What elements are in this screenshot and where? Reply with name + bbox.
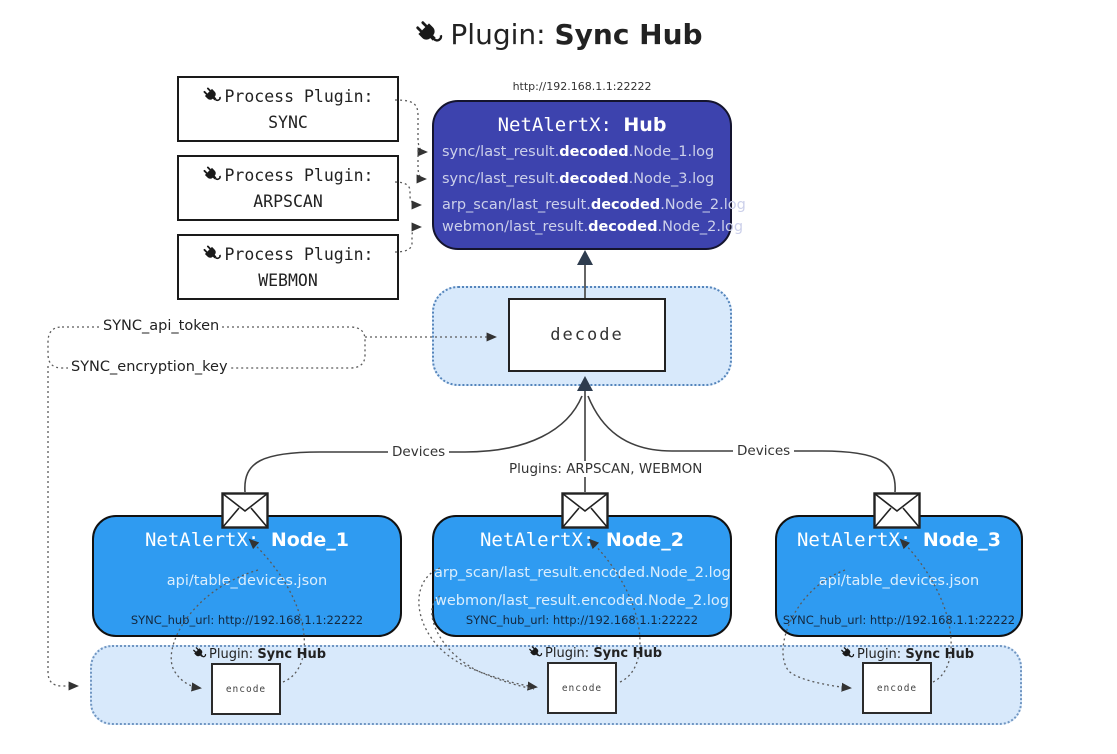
page-title: Plugin: Sync Hub	[0, 18, 1117, 51]
hub-title: NetAlertX: Hub	[497, 114, 667, 136]
plug-icon	[528, 645, 543, 660]
page-title-name: Sync Hub	[554, 18, 703, 51]
band-plugin-label: Plugin: Sync Hub	[528, 645, 662, 661]
node-line: arp_scan/last_result.encoded.Node_2.log	[434, 565, 731, 581]
node-title: NetAlertX: Node_2	[479, 529, 684, 551]
hub-log-line: webmon/last_result.decoded.Node_2.log	[442, 219, 744, 235]
plug-icon	[202, 244, 222, 264]
node-box-1: NetAlertX: Node_1 api/table_devices.json…	[92, 515, 402, 637]
process-plugin-name: ARPSCAN	[253, 191, 323, 211]
plug-icon	[840, 646, 855, 661]
devices-left-label: Devices	[388, 444, 450, 460]
node-hub-url: SYNC_hub_url: http://192.168.1.1:22222	[130, 613, 364, 627]
decode-box: decode	[508, 298, 666, 372]
process-plugin-box-arpscan: Process Plugin: ARPSCAN	[177, 155, 399, 221]
plugins-mid-label: Plugins: ARPSCAN, WEBMON	[505, 461, 707, 477]
devices-right-label: Devices	[733, 443, 795, 459]
process-plugin-label: Process Plugin:	[224, 87, 374, 106]
node-box-3: NetAlertX: Node_3 api/table_devices.json…	[775, 515, 1023, 637]
process-plugin-label: Process Plugin:	[224, 245, 374, 264]
node-hub-url: SYNC_hub_url: http://192.168.1.1:22222	[782, 613, 1016, 627]
node-line: api/table_devices.json	[818, 573, 980, 589]
hub-log-line: arp_scan/last_result.decoded.Node_2.log	[442, 197, 746, 213]
hub-log-line: sync/last_result.decoded.Node_3.log	[442, 171, 715, 187]
process-plugin-label: Process Plugin:	[224, 166, 374, 185]
hub-box: NetAlertX: Hub sync/last_result.decoded.…	[432, 100, 746, 250]
plug-icon	[192, 646, 207, 661]
process-plugin-box-webmon: Process Plugin: WEBMON	[177, 234, 399, 300]
process-plugin-name: SYNC	[268, 112, 308, 132]
node-line: api/table_devices.json	[166, 573, 328, 589]
encode-box: encode	[547, 662, 617, 714]
encode-box: encode	[862, 662, 932, 714]
envelope-icon	[221, 492, 269, 533]
hub-log-line: sync/last_result.decoded.Node_1.log	[442, 144, 715, 160]
plug-icon	[414, 19, 444, 49]
band-plugin-label: Plugin: Sync Hub	[192, 646, 326, 662]
node-line: webmon/last_result.encoded.Node_2.log	[434, 593, 729, 609]
process-plugin-name: WEBMON	[258, 270, 318, 290]
node-box-2: NetAlertX: Node_2 arp_scan/last_result.e…	[432, 515, 732, 637]
encode-box: encode	[211, 663, 281, 715]
hub-url: http://192.168.1.1:22222	[512, 80, 652, 93]
plug-icon	[202, 86, 222, 106]
envelope-icon	[561, 492, 609, 533]
envelope-icon	[873, 492, 921, 533]
node-hub-url: SYNC_hub_url: http://192.168.1.1:22222	[465, 613, 699, 627]
process-plugin-box-sync: Process Plugin: SYNC	[177, 76, 399, 142]
page-title-prefix: Plugin:	[450, 18, 555, 51]
band-plugin-label: Plugin: Sync Hub	[840, 646, 974, 662]
sync-encryption-key-label: SYNC_encryption_key	[68, 359, 231, 375]
sync-api-token-label: SYNC_api_token	[100, 318, 223, 334]
plug-icon	[202, 165, 222, 185]
